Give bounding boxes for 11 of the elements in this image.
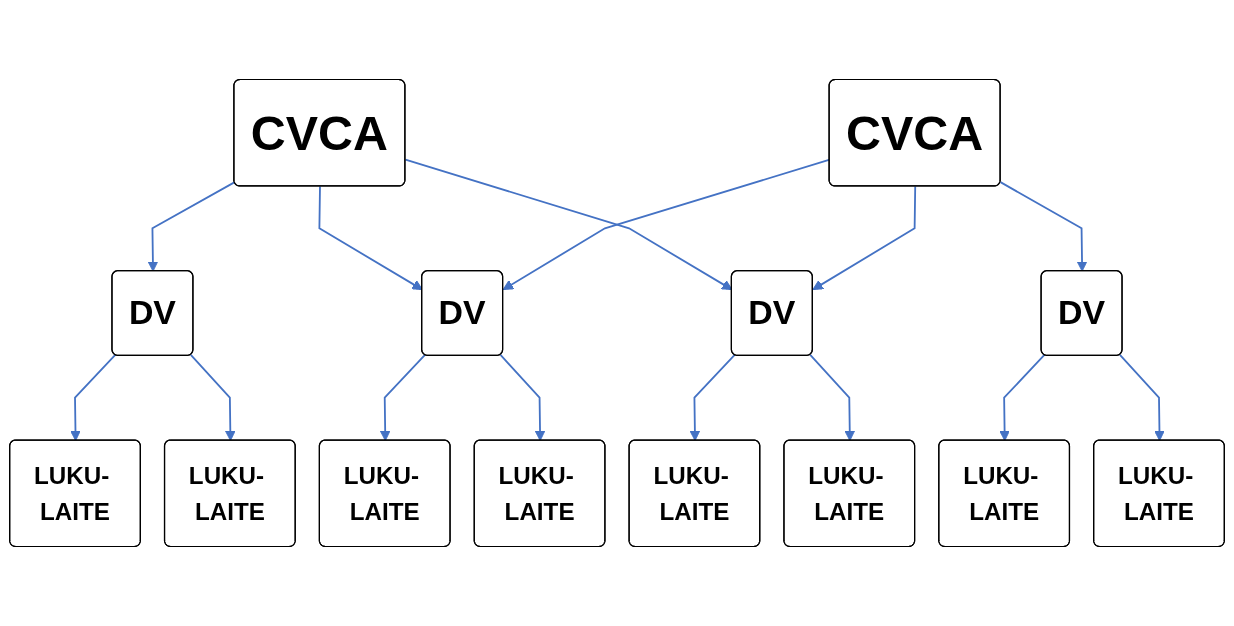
arrow xyxy=(147,181,236,272)
arrow xyxy=(689,354,736,442)
arrow xyxy=(499,354,546,442)
arrow xyxy=(809,354,856,442)
arrow xyxy=(999,181,1088,272)
arrow xyxy=(812,185,917,291)
arrow xyxy=(1119,354,1165,442)
arrow xyxy=(379,354,426,442)
arrow xyxy=(189,354,236,442)
arrow xyxy=(999,354,1046,442)
arrow xyxy=(70,354,117,442)
